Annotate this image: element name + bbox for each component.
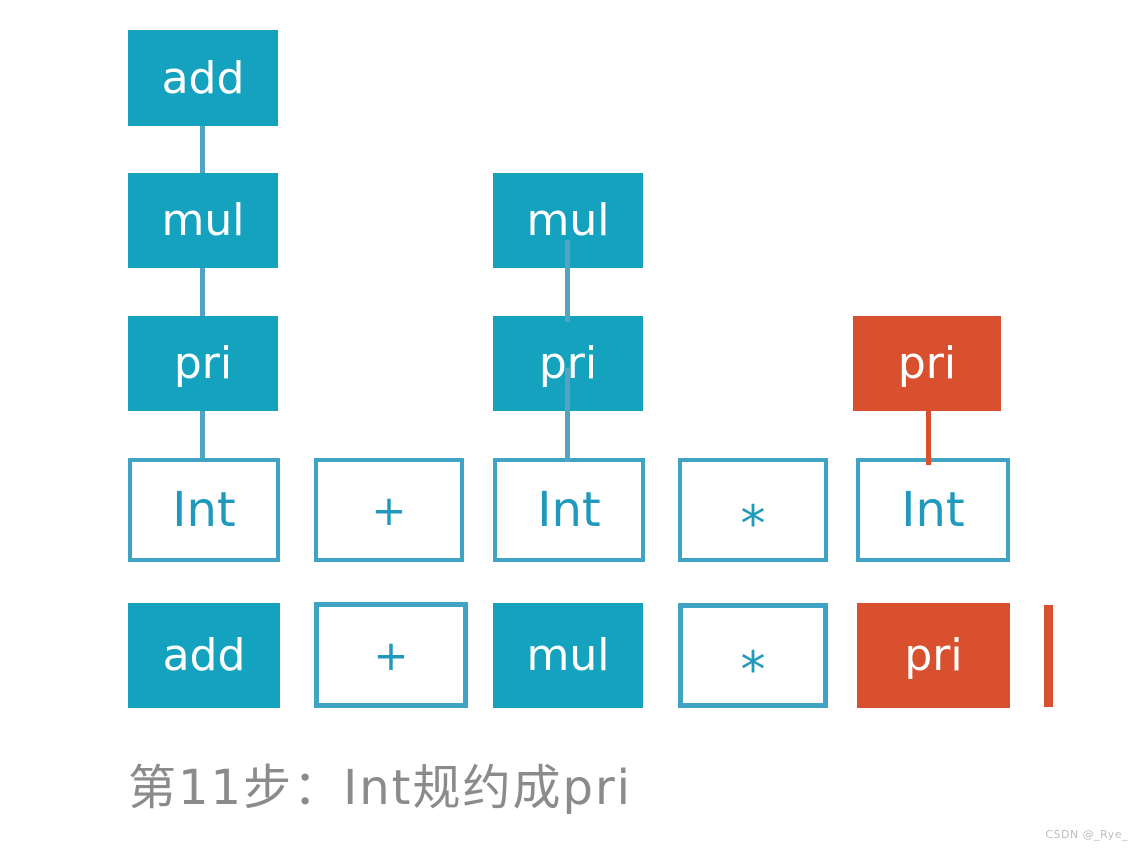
tree5-leaf-int-label: Int: [901, 482, 965, 538]
connector-pri-int-col5: [926, 409, 931, 465]
csdn-watermark: CSDN @_Rye_: [1045, 828, 1128, 841]
tree5-node-pri-highlighted: pri: [853, 316, 1001, 411]
tree1-node-add: add: [128, 30, 278, 126]
tree3-leaf-int-label: Int: [537, 482, 601, 538]
stack-token-add: add: [128, 603, 280, 708]
connector-pri-int-col3: [565, 368, 570, 462]
stack-token-pri-highlighted: pri: [857, 603, 1010, 708]
tree1-node-mul-label: mul: [161, 195, 245, 246]
tree1-node-add-label: add: [161, 52, 245, 104]
connector-add-mul-col1: [200, 124, 205, 176]
tree1-node-mul: mul: [128, 173, 278, 268]
tree1-leaf-int-label: Int: [172, 482, 236, 538]
tree1-node-pri-label: pri: [173, 338, 233, 389]
tree2-leaf-plus: +: [314, 458, 464, 562]
stack-token-pri-label: pri: [904, 630, 963, 681]
tree5-leaf-int: Int: [856, 458, 1010, 562]
stack-token-mul-label: mul: [526, 630, 610, 681]
tree2-leaf-plus-label: +: [371, 485, 407, 535]
stack-cursor-bar: [1044, 605, 1053, 707]
connector-mul-pri-col3: [565, 240, 570, 322]
tree5-node-pri-label: pri: [897, 338, 957, 389]
tree1-node-pri: pri: [128, 316, 278, 411]
tree3-leaf-int: Int: [493, 458, 645, 562]
tree4-leaf-star: *: [678, 458, 828, 562]
connector-pri-int-col1: [200, 407, 205, 461]
stack-token-plus: +: [314, 602, 468, 708]
tree1-leaf-int: Int: [128, 458, 280, 562]
stack-token-star-label: *: [740, 640, 766, 699]
stack-token-star: *: [678, 603, 828, 708]
tree3-node-mul-label: mul: [526, 195, 610, 246]
tree4-leaf-star-label: *: [740, 495, 766, 553]
step-caption: 第11步：Int规约成pri: [128, 760, 633, 816]
stack-token-add-label: add: [162, 630, 246, 681]
stack-token-mul: mul: [493, 603, 643, 708]
connector-mul-pri-col1: [200, 264, 205, 318]
stack-token-plus-label: +: [373, 630, 409, 680]
